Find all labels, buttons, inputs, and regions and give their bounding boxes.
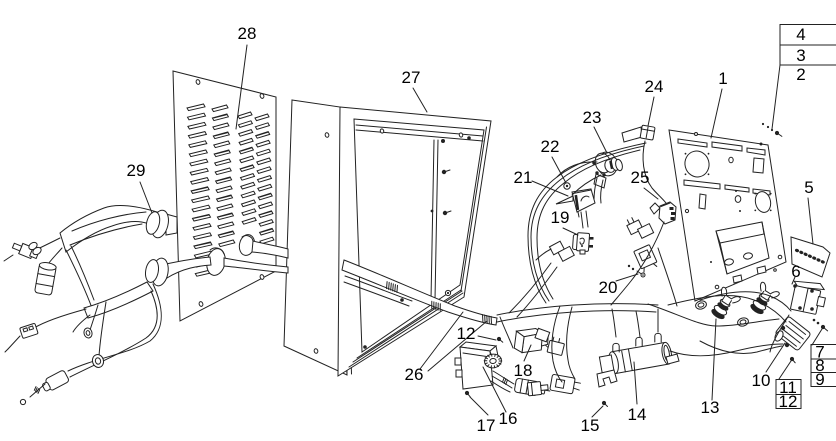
svg-text:29: 29 [127, 161, 146, 180]
svg-text:11: 11 [779, 378, 797, 397]
svg-text:16: 16 [499, 409, 518, 428]
svg-text:3: 3 [796, 46, 805, 65]
svg-text:7: 7 [815, 343, 824, 362]
svg-text:22: 22 [541, 137, 560, 156]
svg-text:26: 26 [405, 365, 424, 384]
svg-text:2: 2 [796, 65, 805, 84]
svg-text:20: 20 [599, 278, 618, 297]
svg-text:12: 12 [457, 324, 476, 343]
svg-text:10: 10 [752, 371, 771, 390]
svg-text:23: 23 [583, 108, 602, 127]
svg-text:18: 18 [514, 361, 533, 380]
svg-text:14: 14 [628, 405, 647, 424]
svg-text:24: 24 [645, 77, 664, 96]
svg-text:17: 17 [477, 416, 496, 435]
svg-text:27: 27 [402, 68, 421, 87]
svg-text:1: 1 [718, 69, 727, 88]
svg-text:8: 8 [815, 356, 824, 375]
svg-text:12: 12 [779, 392, 798, 411]
svg-text:28: 28 [238, 24, 257, 43]
svg-text:9: 9 [815, 370, 824, 389]
svg-text:13: 13 [701, 398, 720, 417]
svg-text:25: 25 [631, 168, 650, 187]
svg-text:4: 4 [796, 25, 805, 44]
svg-text:5: 5 [804, 178, 813, 197]
svg-text:21: 21 [514, 168, 533, 187]
svg-text:15: 15 [581, 416, 600, 435]
svg-text:6: 6 [791, 262, 800, 281]
svg-text:19: 19 [551, 208, 570, 227]
